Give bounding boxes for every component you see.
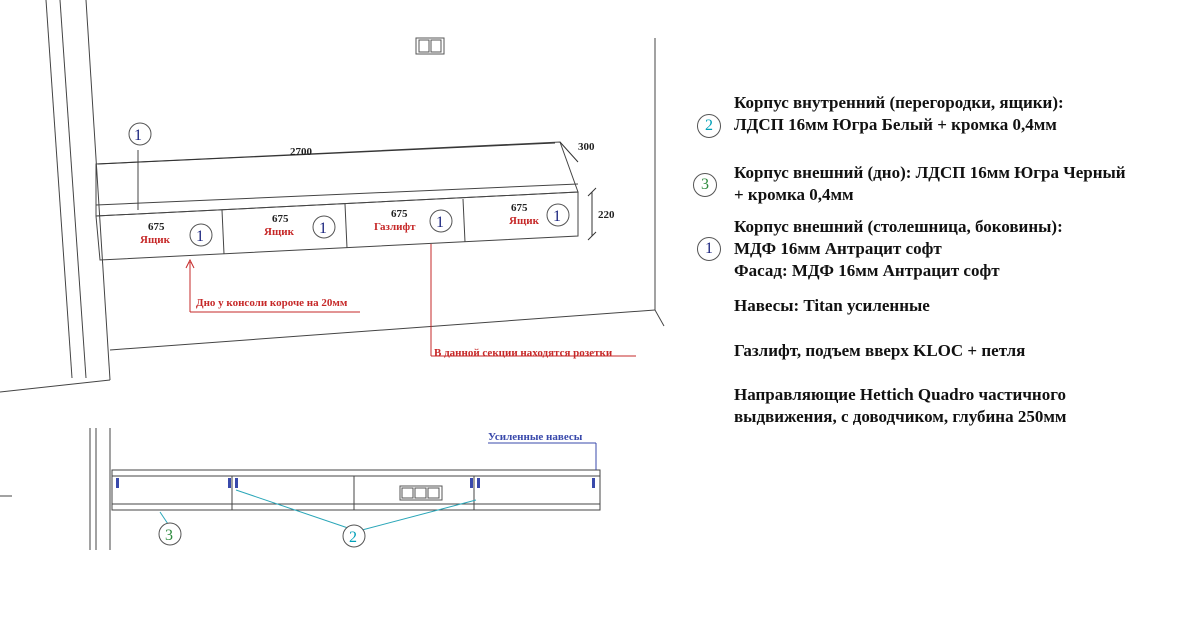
dim-depth: 300 [578, 141, 595, 153]
section-type: Ящик [140, 234, 171, 246]
note-outer-top-line1: Корпус внешний (столешница, боковины): [734, 217, 1063, 236]
note-outer-top: Корпус внешний (столешница, боковины): М… [734, 216, 1063, 282]
hinges-label: Усиленные навесы [488, 431, 583, 443]
marker-top [128, 122, 152, 146]
section-1: 675 Ящик 1 [140, 221, 213, 247]
red-leaders [185, 244, 636, 357]
note-sockets: В данной секции находятся розетки [434, 347, 613, 359]
section-width: 675 [148, 221, 165, 233]
section-marker-label: 1 [196, 228, 204, 245]
note-hinges: Навесы: Titan усиленные [734, 296, 930, 315]
dimension-lines [97, 141, 597, 241]
console-cabinet [95, 141, 579, 261]
marker-plan-3-label: 3 [165, 527, 173, 544]
dim-height: 220 [598, 209, 615, 221]
note-outer-bottom-line2: + кромка 0,4мм [734, 185, 854, 204]
section-type: Газлифт [374, 221, 416, 233]
plan-socket [399, 485, 443, 501]
section-4: 675 Ящик 1 [509, 202, 570, 227]
note-gaslift: Газлифт, подъем вверх KLOC + петля [734, 341, 1026, 360]
section-marker-label: 1 [436, 214, 444, 231]
note-outer-top-line3: Фасад: МДФ 16мм Антрацит софт [734, 261, 1000, 280]
section-type: Ящик [509, 215, 540, 227]
section-marker [546, 203, 570, 227]
dim-width: 2700 [290, 146, 313, 158]
note-outer-bottom: Корпус внешний (дно): ЛДСП 16мм Югра Чер… [734, 162, 1126, 206]
room-walls [0, 0, 665, 393]
section-type: Ящик [264, 226, 295, 238]
hinge-marks [116, 478, 595, 488]
section-3: 675 Газлифт 1 [374, 208, 453, 233]
section-marker [429, 209, 453, 233]
note-console: Дно у консоли короче на 20мм [196, 297, 348, 309]
marker-leaders [159, 489, 477, 531]
section-width: 675 [272, 213, 289, 225]
note-inner-line1: Корпус внутренний (перегородки, ящики): [734, 93, 1064, 112]
note-inner-line2: ЛДСП 16мм Югра Белый + кромка 0,4мм [734, 115, 1057, 134]
marker-plan-3 [158, 522, 182, 546]
marker-bottom-badge: 3 [693, 173, 717, 197]
section-marker-label: 1 [553, 208, 561, 225]
marker-top-label: 1 [134, 127, 142, 144]
wall-socket [415, 37, 445, 55]
note-inner: Корпус внутренний (перегородки, ящики): … [734, 92, 1064, 136]
section-width: 675 [511, 202, 528, 214]
note-outer-top-line2: МДФ 16мм Антрацит софт [734, 239, 942, 258]
section-marker-label: 1 [319, 220, 327, 237]
plan-view [0, 428, 601, 550]
note-guides-line1: Направляющие Hettich Quadro частичного [734, 385, 1067, 404]
marker-outer-badge: 1 [697, 237, 721, 261]
note-guides-line2: выдвижения, с доводчиком, глубина 250мм [734, 407, 1067, 426]
section-marker [312, 215, 336, 239]
note-outer-bottom-line1: Корпус внешний (дно): ЛДСП 16мм Югра Чер… [734, 163, 1126, 182]
section-width: 675 [391, 208, 408, 220]
note-guides: Направляющие Hettich Quadro частичного в… [734, 384, 1067, 428]
marker-plan-2 [342, 524, 366, 548]
section-marker [189, 223, 213, 247]
section-2: 675 Ящик 1 [264, 213, 336, 239]
marker-plan-2-label: 2 [349, 529, 357, 546]
marker-inner-badge: 2 [697, 114, 721, 138]
